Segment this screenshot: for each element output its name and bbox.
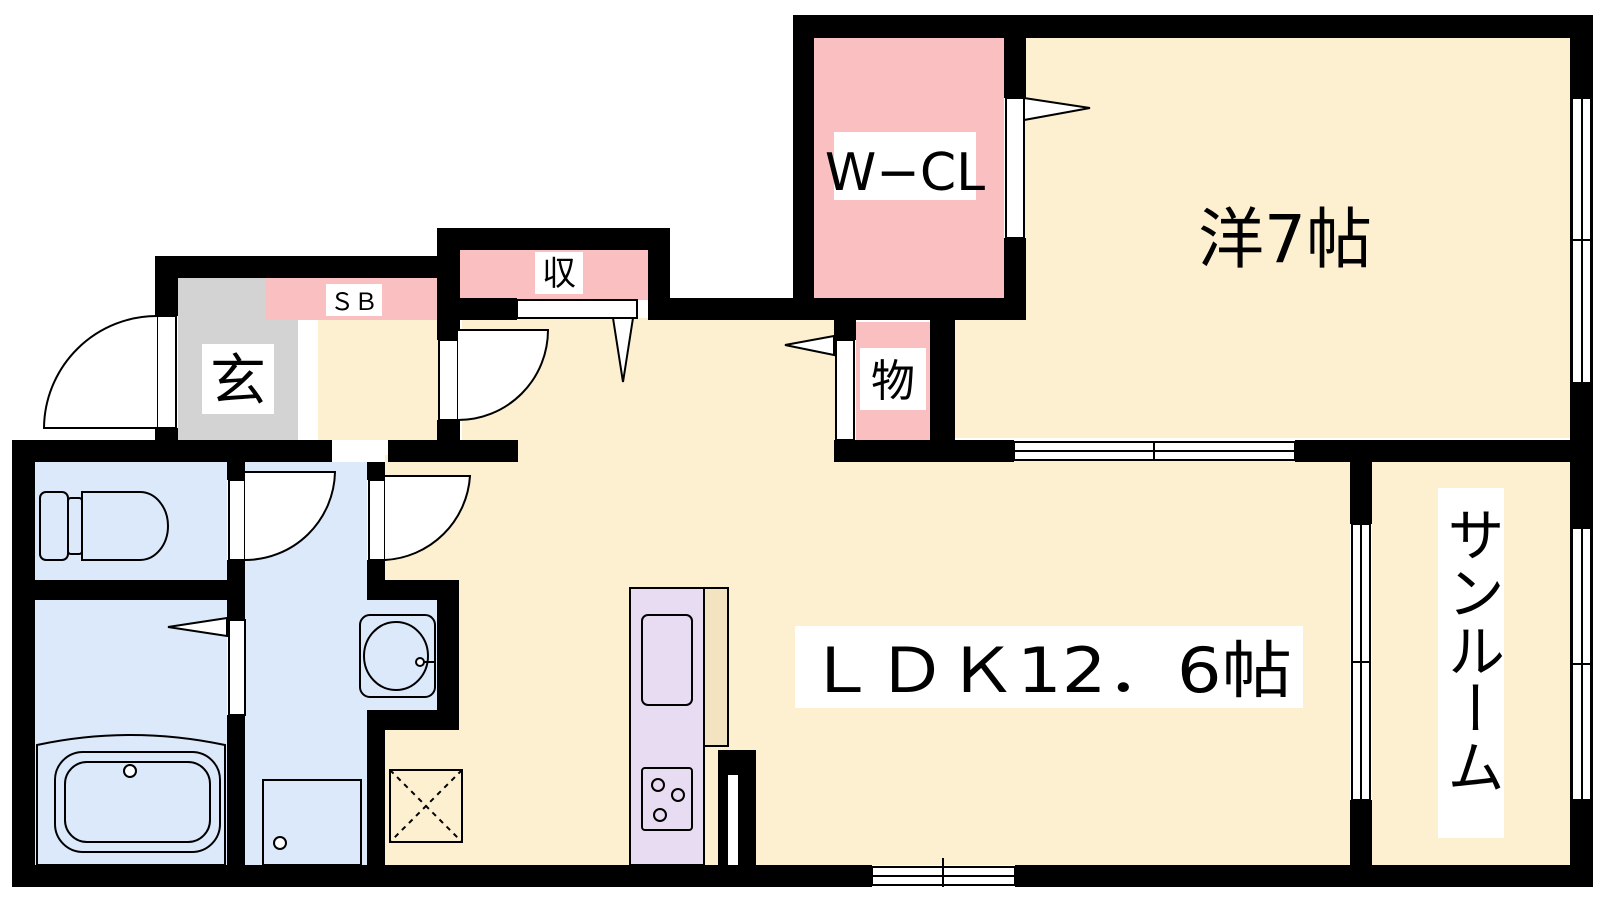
hall-floor [318, 318, 438, 440]
wall [437, 580, 459, 718]
wall [1015, 865, 1593, 887]
door-jamb [228, 479, 246, 561]
bathtub-icon [36, 734, 226, 866]
western-room-label-bg [1180, 190, 1392, 280]
counter-shelf [703, 587, 729, 747]
wall [793, 15, 1593, 38]
wall [12, 440, 332, 462]
bath-door [167, 616, 228, 638]
door-jamb [438, 339, 459, 421]
storage-small-label: 物 [871, 356, 915, 407]
storage-small-door [784, 334, 835, 357]
walk-in-closet-label-bg [834, 132, 976, 200]
entrance-label-bg [202, 344, 274, 414]
wall [437, 298, 517, 320]
western-room-floor-ext [955, 310, 1035, 438]
wall [367, 710, 459, 730]
door-jamb [228, 619, 246, 716]
storage-label-bg [535, 252, 583, 294]
storage-door-swing [611, 317, 635, 383]
floor-hatch-icon [389, 769, 463, 843]
storage-small-label-bg [860, 348, 926, 410]
ldk-label: ＬＤＫ12．6帖 [806, 634, 1292, 707]
wall [834, 320, 856, 340]
wall [367, 580, 459, 600]
washing-machine-icon [262, 779, 362, 866]
shoe-box-label-bg [326, 284, 382, 316]
wall [1295, 440, 1593, 462]
wall [12, 865, 872, 887]
wall [227, 715, 245, 865]
sunroom-label-bg [1438, 488, 1504, 838]
storage-label: 収 [542, 254, 576, 294]
walk-in-closet-label: W−CL [825, 143, 985, 203]
ldk-label-bg [795, 626, 1303, 708]
entrance-door [42, 315, 158, 429]
wall [227, 462, 245, 480]
wall [437, 228, 670, 250]
wall [367, 560, 385, 582]
door-jamb [368, 479, 386, 561]
room-labels: 洋7帖 W−CL 物 収 ＳＢ 玄 ＬＤＫ12．6帖 サンルーム [202, 132, 1505, 838]
toilet-door [244, 471, 337, 561]
western-room-label: 洋7帖 [1198, 201, 1372, 278]
wall [437, 320, 460, 340]
wall [648, 298, 794, 320]
wall [155, 256, 178, 316]
wall [367, 462, 385, 480]
hall-door [457, 329, 550, 421]
door-jamb [156, 315, 177, 429]
wall [227, 560, 245, 620]
toilet-icon [39, 491, 169, 561]
wall [1350, 462, 1372, 524]
door-jamb [835, 339, 855, 441]
wall [1350, 800, 1372, 865]
wall [388, 440, 518, 462]
washbasin-icon [359, 614, 436, 698]
doors [42, 96, 1091, 716]
window [1005, 97, 1025, 239]
kitchen-sink-icon [641, 614, 693, 706]
storage-door [516, 299, 638, 319]
shoe-box-label: ＳＢ [330, 288, 378, 316]
wall [12, 440, 35, 887]
wall [834, 440, 1014, 462]
walk-in-closet-door [1023, 96, 1091, 122]
fixtures [36, 491, 729, 866]
wall [793, 15, 814, 320]
sunroom-label: サンルーム [1437, 505, 1505, 795]
wall [648, 228, 670, 320]
wall [814, 298, 1026, 320]
windows [871, 97, 1592, 887]
wall [35, 580, 245, 600]
kitchen-stub-inner [728, 775, 738, 865]
washroom-door [384, 475, 472, 561]
wall [155, 256, 460, 278]
wall [1004, 38, 1026, 98]
stove-icon [641, 767, 693, 831]
wall [930, 320, 955, 462]
wall [367, 730, 385, 865]
entrance-label: 玄 [210, 349, 266, 414]
